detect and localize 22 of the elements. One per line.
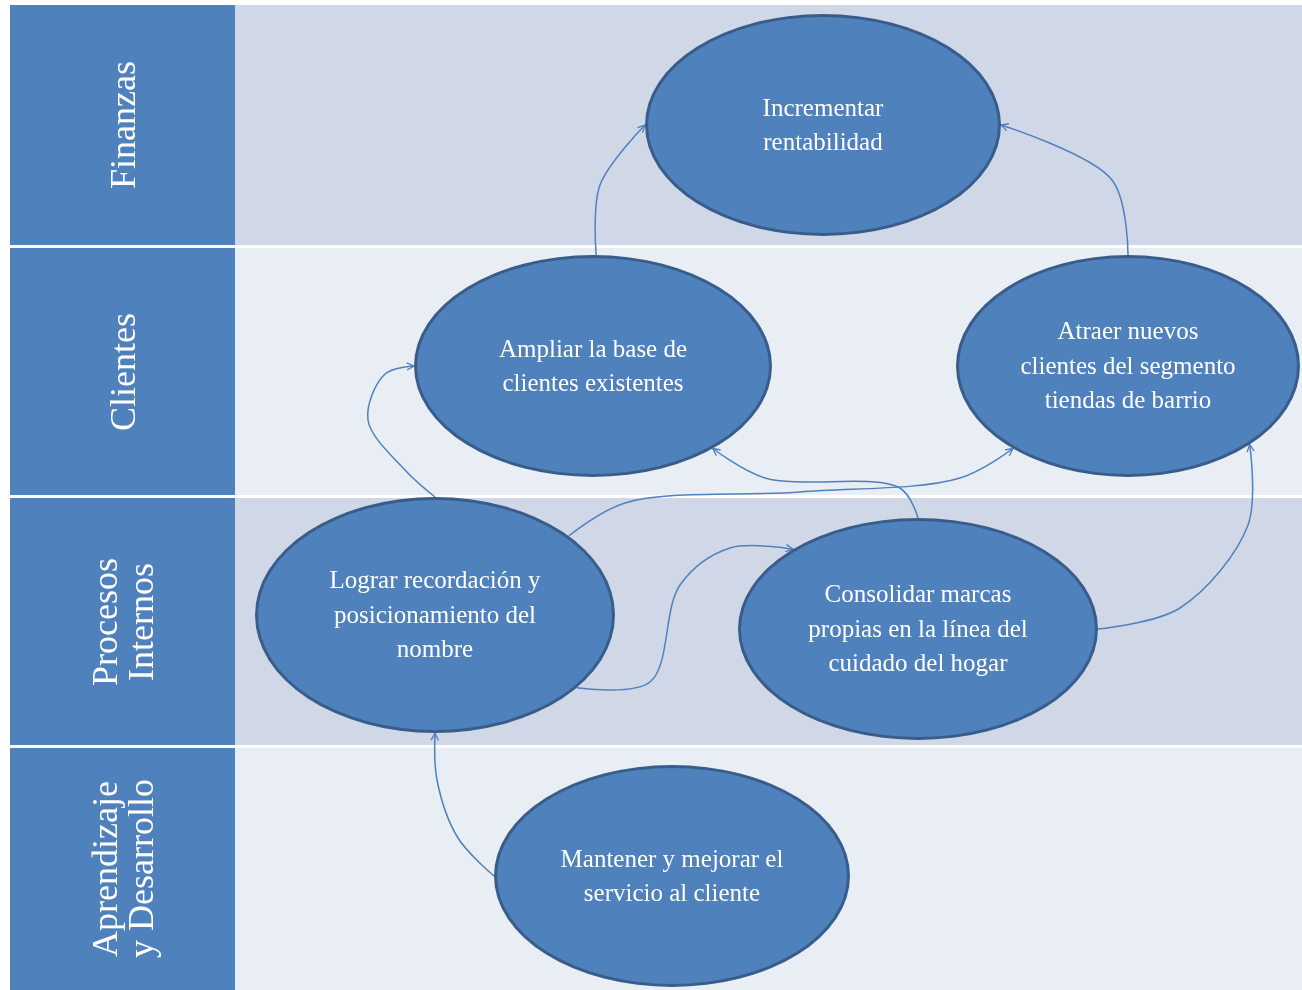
swimlane-band — [10, 248, 1302, 495]
arrow — [576, 543, 794, 691]
arrow — [366, 362, 436, 498]
lane-title: Procesos Internos — [86, 556, 159, 688]
lane-title: Aprendizaje y Desarrollo — [86, 779, 159, 959]
objective-text: Ampliar la base de clientes existentes — [497, 333, 689, 398]
objective-text: Lograr recordación y posicionamiento del nombre — [328, 565, 542, 665]
lane-title: Finanzas — [104, 61, 141, 189]
arrow — [712, 447, 919, 519]
arrow — [568, 447, 1014, 537]
swimlane-band — [10, 5, 1302, 245]
arrow — [594, 124, 646, 256]
arrow — [430, 732, 495, 877]
lane-title: Clientes — [104, 312, 141, 431]
objective-text: Incrementar rentabilidad — [761, 92, 885, 157]
objective-text: Consolidar marcas propias en la línea del cuidado del hogar — [807, 579, 1029, 679]
arrow — [1000, 123, 1129, 256]
objective-text: Atraer nuevos clientes del segmento tiendas de barrio — [1019, 316, 1237, 416]
objective-text: Mantener y mejorar el servicio al cliente — [559, 843, 785, 908]
swimlane-band — [10, 498, 1302, 745]
swimlane-band — [10, 748, 1302, 990]
arrow — [1097, 443, 1255, 630]
